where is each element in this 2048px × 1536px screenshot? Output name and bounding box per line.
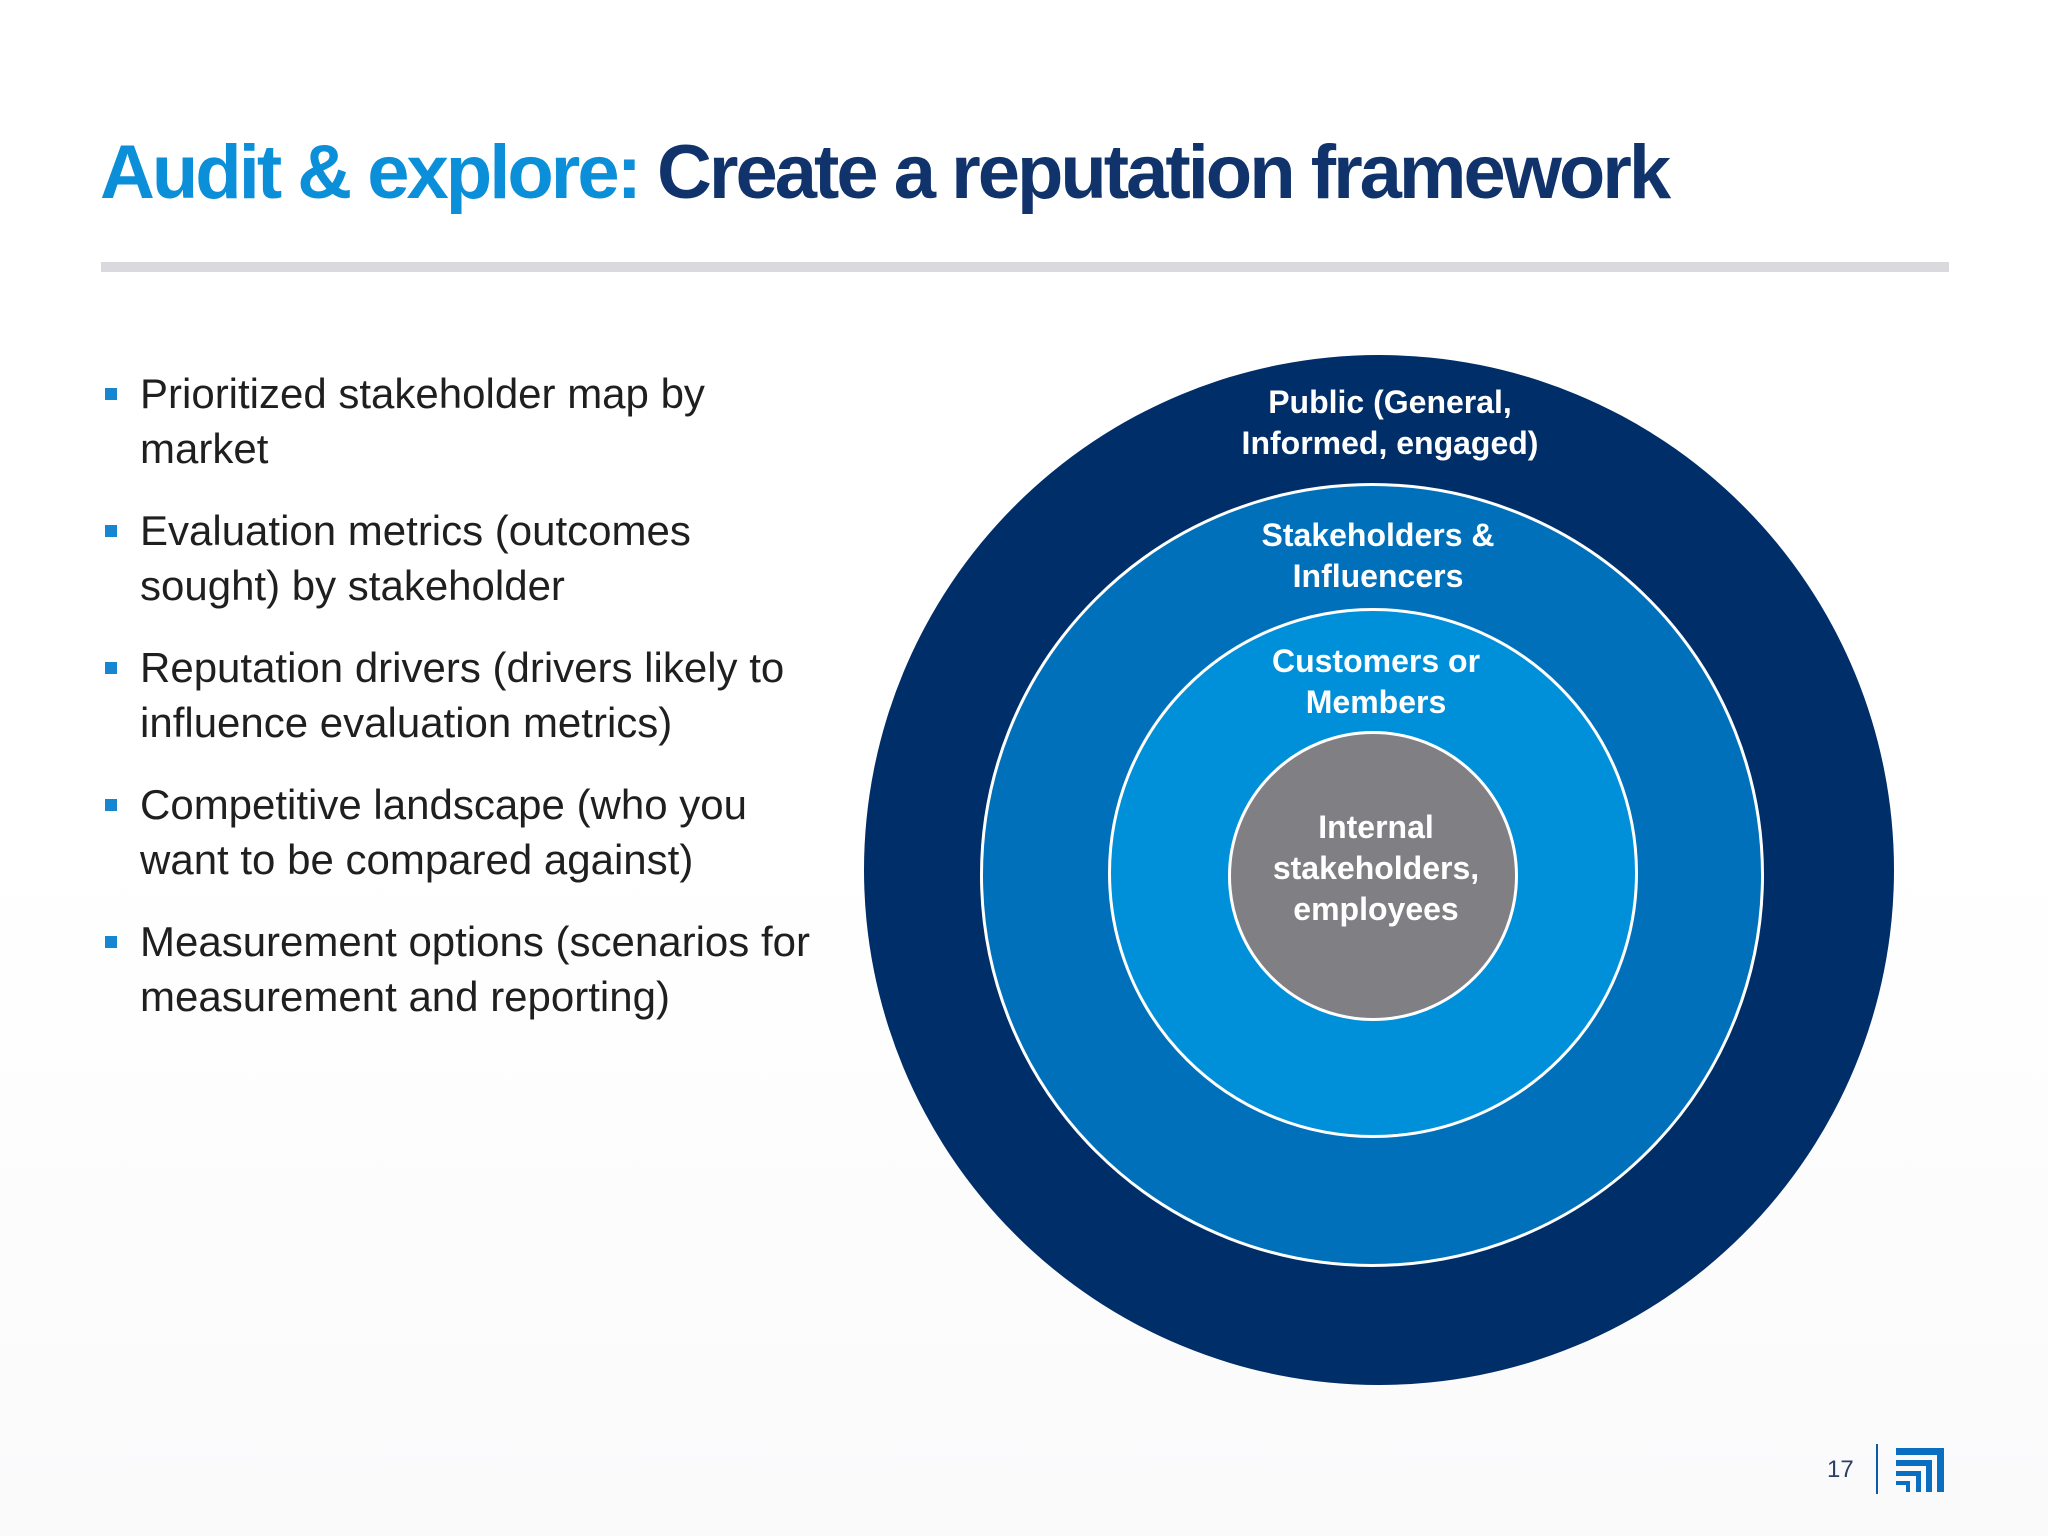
bullet-square-icon bbox=[105, 799, 117, 811]
ring-label-internal-stakeholders: Internal stakeholders, employees bbox=[1273, 807, 1479, 930]
ring-label-line: Members bbox=[1305, 684, 1447, 720]
bullet-text: Reputation drivers (drivers likely to in… bbox=[140, 644, 785, 746]
page-number: 17 bbox=[1827, 1456, 1854, 1483]
ring-label-public: Public (General, Informed, engaged) bbox=[1242, 382, 1539, 464]
ring-label-line: Influencers bbox=[1292, 558, 1464, 594]
bullet-text: Evaluation metrics (outcomes sought) by … bbox=[140, 507, 691, 609]
bullet-item: Evaluation metrics (outcomes sought) by … bbox=[100, 503, 840, 613]
ring-label-line: Stakeholders & bbox=[1261, 517, 1495, 553]
bullet-text: Measurement options (scenarios for measu… bbox=[140, 918, 810, 1020]
bullet-item: Measurement options (scenarios for measu… bbox=[100, 914, 840, 1024]
bullet-text: Competitive landscape (who you want to b… bbox=[140, 781, 747, 883]
ring-label-line: stakeholders, bbox=[1272, 850, 1480, 886]
ring-label-stakeholders-influencers: Stakeholders & Influencers bbox=[1262, 515, 1495, 597]
title-accent: Audit & explore: bbox=[100, 130, 642, 215]
bullet-square-icon bbox=[105, 525, 117, 537]
title-main: Create a reputation framework bbox=[657, 130, 1671, 215]
bullet-item: Competitive landscape (who you want to b… bbox=[100, 777, 840, 887]
brand-logo-icon bbox=[1896, 1448, 1944, 1492]
ring-label-line: employees bbox=[1293, 891, 1459, 927]
ring-label-line: Internal bbox=[1318, 809, 1434, 845]
ring-internal-stakeholders bbox=[1228, 731, 1518, 1021]
ring-label-line: Customers or bbox=[1271, 643, 1481, 679]
bullet-square-icon bbox=[105, 662, 117, 674]
footer-divider bbox=[1876, 1444, 1878, 1494]
slide-title: Audit & explore: Create a reputation fra… bbox=[100, 128, 1671, 218]
bullet-item: Prioritized stakeholder map by market bbox=[100, 366, 840, 476]
bullet-square-icon bbox=[105, 936, 117, 948]
title-divider bbox=[101, 262, 1949, 272]
bullet-item: Reputation drivers (drivers likely to in… bbox=[100, 640, 840, 750]
concentric-stakeholder-diagram: Public (General, Informed, engaged) Stak… bbox=[864, 355, 1894, 1385]
ring-label-line: Public (General, bbox=[1268, 384, 1512, 420]
ring-label-line: Informed, engaged) bbox=[1241, 425, 1539, 461]
ring-label-customers-members: Customers or Members bbox=[1272, 641, 1480, 723]
bullet-square-icon bbox=[105, 388, 117, 400]
bullet-text: Prioritized stakeholder map by market bbox=[140, 370, 705, 472]
bullet-list: Prioritized stakeholder map by market Ev… bbox=[100, 366, 840, 1051]
